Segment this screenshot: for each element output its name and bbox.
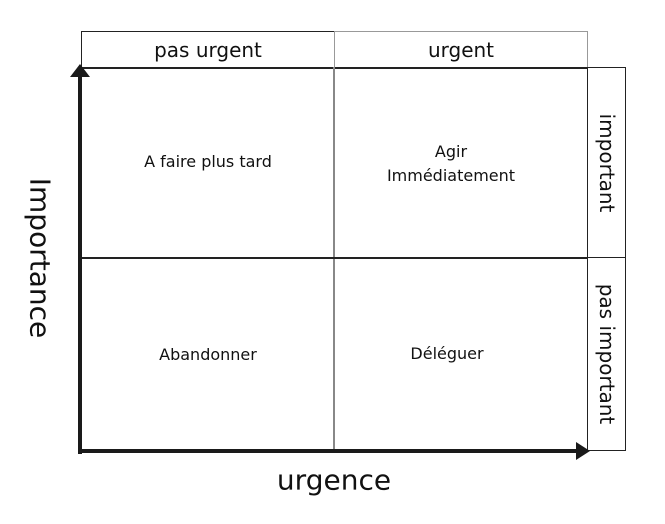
quadrant-top-right: Agir Immédiatement [387, 140, 515, 188]
row-header-pas-important: pas important [587, 257, 626, 451]
column-header-urgent-label: urgent [427, 37, 495, 62]
column-header-pas-urgent: pas urgent [81, 31, 335, 68]
y-axis-label: Importance [24, 178, 57, 338]
horizontal-divider [81, 257, 588, 259]
quadrant-bottom-left: Abandonner [159, 343, 257, 367]
x-axis-label-text: urgence [276, 463, 392, 497]
quadrant-top-right-line1: Agir [434, 142, 468, 161]
grid-top-border [81, 67, 626, 69]
x-axis-arrow-icon [78, 442, 590, 460]
quadrant-bottom-left-label: Abandonner [159, 345, 257, 364]
y-axis-arrow-icon [70, 64, 90, 454]
quadrant-top-left: A faire plus tard [144, 150, 272, 174]
row-header-important: important [587, 67, 626, 258]
row-header-pas-important-label: pas important [594, 283, 619, 425]
quadrant-top-left-label: A faire plus tard [144, 152, 272, 171]
y-axis-label-text: Importance [23, 177, 57, 339]
quadrant-bottom-right: Déléguer [410, 342, 483, 366]
vertical-divider [333, 67, 335, 451]
column-header-pas-urgent-label: pas urgent [154, 37, 262, 62]
column-header-urgent: urgent [334, 31, 588, 68]
quadrant-top-right-line2: Immédiatement [386, 166, 516, 185]
row-header-important-label: important [594, 113, 619, 212]
quadrant-bottom-right-label: Déléguer [410, 344, 484, 363]
x-axis-label: urgence [277, 464, 391, 497]
